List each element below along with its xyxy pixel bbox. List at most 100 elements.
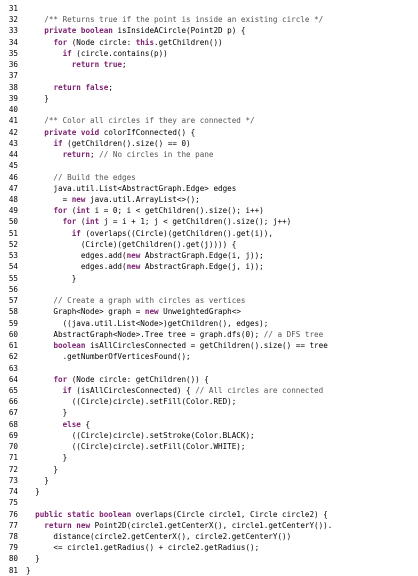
code-line: 48 = new java.util.ArrayList<>();: [0, 194, 418, 205]
code-text: }: [18, 407, 418, 418]
code-text: public static boolean overlaps(Circle ci…: [18, 509, 418, 520]
code-line: 75: [0, 497, 418, 508]
keyword-token: private void: [44, 127, 100, 137]
code-token: [26, 206, 53, 215]
code-token: ((Circle)circle).setFill(Color.WHITE);: [26, 442, 246, 452]
line-number: 57: [8, 296, 18, 306]
code-text: Graph<Node> graph = new UnweightedGraph<…: [18, 306, 418, 317]
code-text: [18, 70, 418, 81]
line-number: 75: [8, 498, 18, 508]
code-token: [26, 128, 44, 137]
line-number: 36: [8, 60, 18, 70]
line-number: 64: [8, 374, 18, 384]
line-number: 67: [8, 408, 18, 418]
code-text: ((java.util.List<Node>)getChildren(), ed…: [18, 318, 418, 329]
line-number: 65: [8, 385, 18, 395]
code-token: AbstractGraph.Edge(i, j));: [140, 251, 264, 261]
keyword-token: for: [53, 374, 68, 384]
code-text: [18, 497, 418, 508]
code-token: distance(circle2.getCenterX(), circle2.g…: [26, 532, 292, 542]
keyword-token: new: [126, 251, 141, 261]
code-text: distance(circle2.getCenterX(), circle2.g…: [18, 531, 418, 542]
line-number: 35: [8, 48, 18, 58]
line-number: 62: [8, 352, 18, 362]
code-token: (: [67, 206, 77, 216]
code-line: 31: [0, 3, 418, 14]
line-number: 74: [8, 487, 18, 497]
code-token: [26, 341, 53, 350]
code-line: 68 else {: [0, 419, 418, 430]
line-number: 59: [8, 318, 18, 328]
code-text: // Create a graph with circles as vertic…: [18, 295, 418, 306]
code-line: 69 ((Circle)circle).setStroke(Color.BLAC…: [0, 430, 418, 441]
line-number: 45: [8, 161, 18, 171]
line-number: 63: [8, 363, 18, 373]
code-text: for (Node circle: getChildren()) {: [18, 374, 418, 385]
code-text: edges.add(new AbstractGraph.Edge(i, j));: [18, 250, 418, 261]
code-text: if (getChildren().size() == 0): [18, 138, 418, 149]
code-token: ((Circle)circle).setStroke(Color.BLACK);: [26, 430, 255, 440]
keyword-token: else: [62, 419, 81, 429]
keyword-token: if: [62, 385, 72, 395]
code-line: 34 for (Node circle: this.getChildren()): [0, 37, 418, 48]
code-token: }: [26, 475, 49, 485]
code-line: 64 for (Node circle: getChildren()) {: [0, 374, 418, 385]
line-number: 46: [8, 172, 18, 182]
code-line: 76 public static boolean overlaps(Circle…: [0, 509, 418, 520]
keyword-token: this: [135, 37, 155, 47]
code-text: }: [18, 475, 418, 486]
code-text: for (int j = i + 1; j < getChildren().si…: [18, 216, 418, 227]
line-number: 39: [8, 93, 18, 103]
keyword-token: new: [144, 307, 159, 317]
code-line: 71 }: [0, 452, 418, 463]
code-token: [26, 139, 53, 148]
code-line: 35 if (circle.contains(p)): [0, 48, 418, 59]
code-text: }: [18, 565, 418, 576]
code-token: }: [26, 565, 31, 575]
code-text: [18, 160, 418, 171]
code-token: }: [26, 408, 68, 418]
comment-token: // Build the edges: [26, 172, 136, 182]
line-number: 40: [8, 105, 18, 115]
line-number: 53: [8, 251, 18, 261]
code-token: java.util.ArrayList<>();: [85, 194, 200, 204]
code-token: ;: [108, 82, 113, 92]
code-token: [26, 38, 53, 47]
code-line: 33 private boolean isInsideACircle(Point…: [0, 25, 418, 36]
code-line: 66 ((Circle)circle).setFill(Color.RED);: [0, 396, 418, 407]
code-token: }: [26, 464, 59, 474]
code-line: 32 /** Returns true if the point is insi…: [0, 14, 418, 25]
code-token: (getChildren().size() == 0): [62, 138, 191, 148]
code-token: isAllCirclesConnected = getChildren().si…: [85, 341, 328, 351]
line-number: 56: [8, 284, 18, 294]
code-text: [18, 363, 418, 374]
code-token: Point2D(circle1.getCenterX(), circle1.ge…: [90, 520, 333, 530]
line-number: 69: [8, 430, 18, 440]
code-line: 41 /** Color all circles if they are con…: [0, 115, 418, 126]
code-text: }: [18, 553, 418, 564]
code-text: }: [18, 273, 418, 284]
code-text: AbstractGraph<Node>.Tree tree = graph.df…: [18, 329, 418, 340]
line-number: 79: [8, 543, 18, 553]
code-line: 47 java.util.List<AbstractGraph.Edge> ed…: [0, 183, 418, 194]
code-token: ;: [122, 60, 127, 70]
code-token: java.util.List<AbstractGraph.Edge> edges: [26, 183, 237, 193]
code-token: }: [26, 453, 68, 463]
code-line: 54 edges.add(new AbstractGraph.Edge(j, i…: [0, 261, 418, 272]
line-number: 68: [8, 419, 18, 429]
code-token: edges.add(: [26, 262, 127, 272]
code-token: (Node circle:: [67, 37, 136, 47]
code-token: edges.add(: [26, 251, 127, 261]
code-token: AbstractGraph<Node>.Tree tree = graph.df…: [26, 329, 264, 339]
code-line: 60 AbstractGraph<Node>.Tree tree = graph…: [0, 329, 418, 340]
code-text: private boolean isInsideACircle(Point2D …: [18, 25, 418, 36]
keyword-token: if: [53, 138, 63, 148]
line-number: 41: [8, 116, 18, 126]
code-token: AbstractGraph.Edge(j, i));: [140, 262, 264, 272]
comment-token: /** Returns true if the point is inside …: [26, 15, 324, 25]
code-line: 44 return; // No circles in the pane: [0, 149, 418, 160]
line-number: 32: [8, 15, 18, 25]
code-text: if (overlaps((Circle)(getChildren().get(…: [18, 228, 418, 239]
line-number: 71: [8, 453, 18, 463]
comment-token: // Create a graph with circles as vertic…: [26, 296, 246, 306]
